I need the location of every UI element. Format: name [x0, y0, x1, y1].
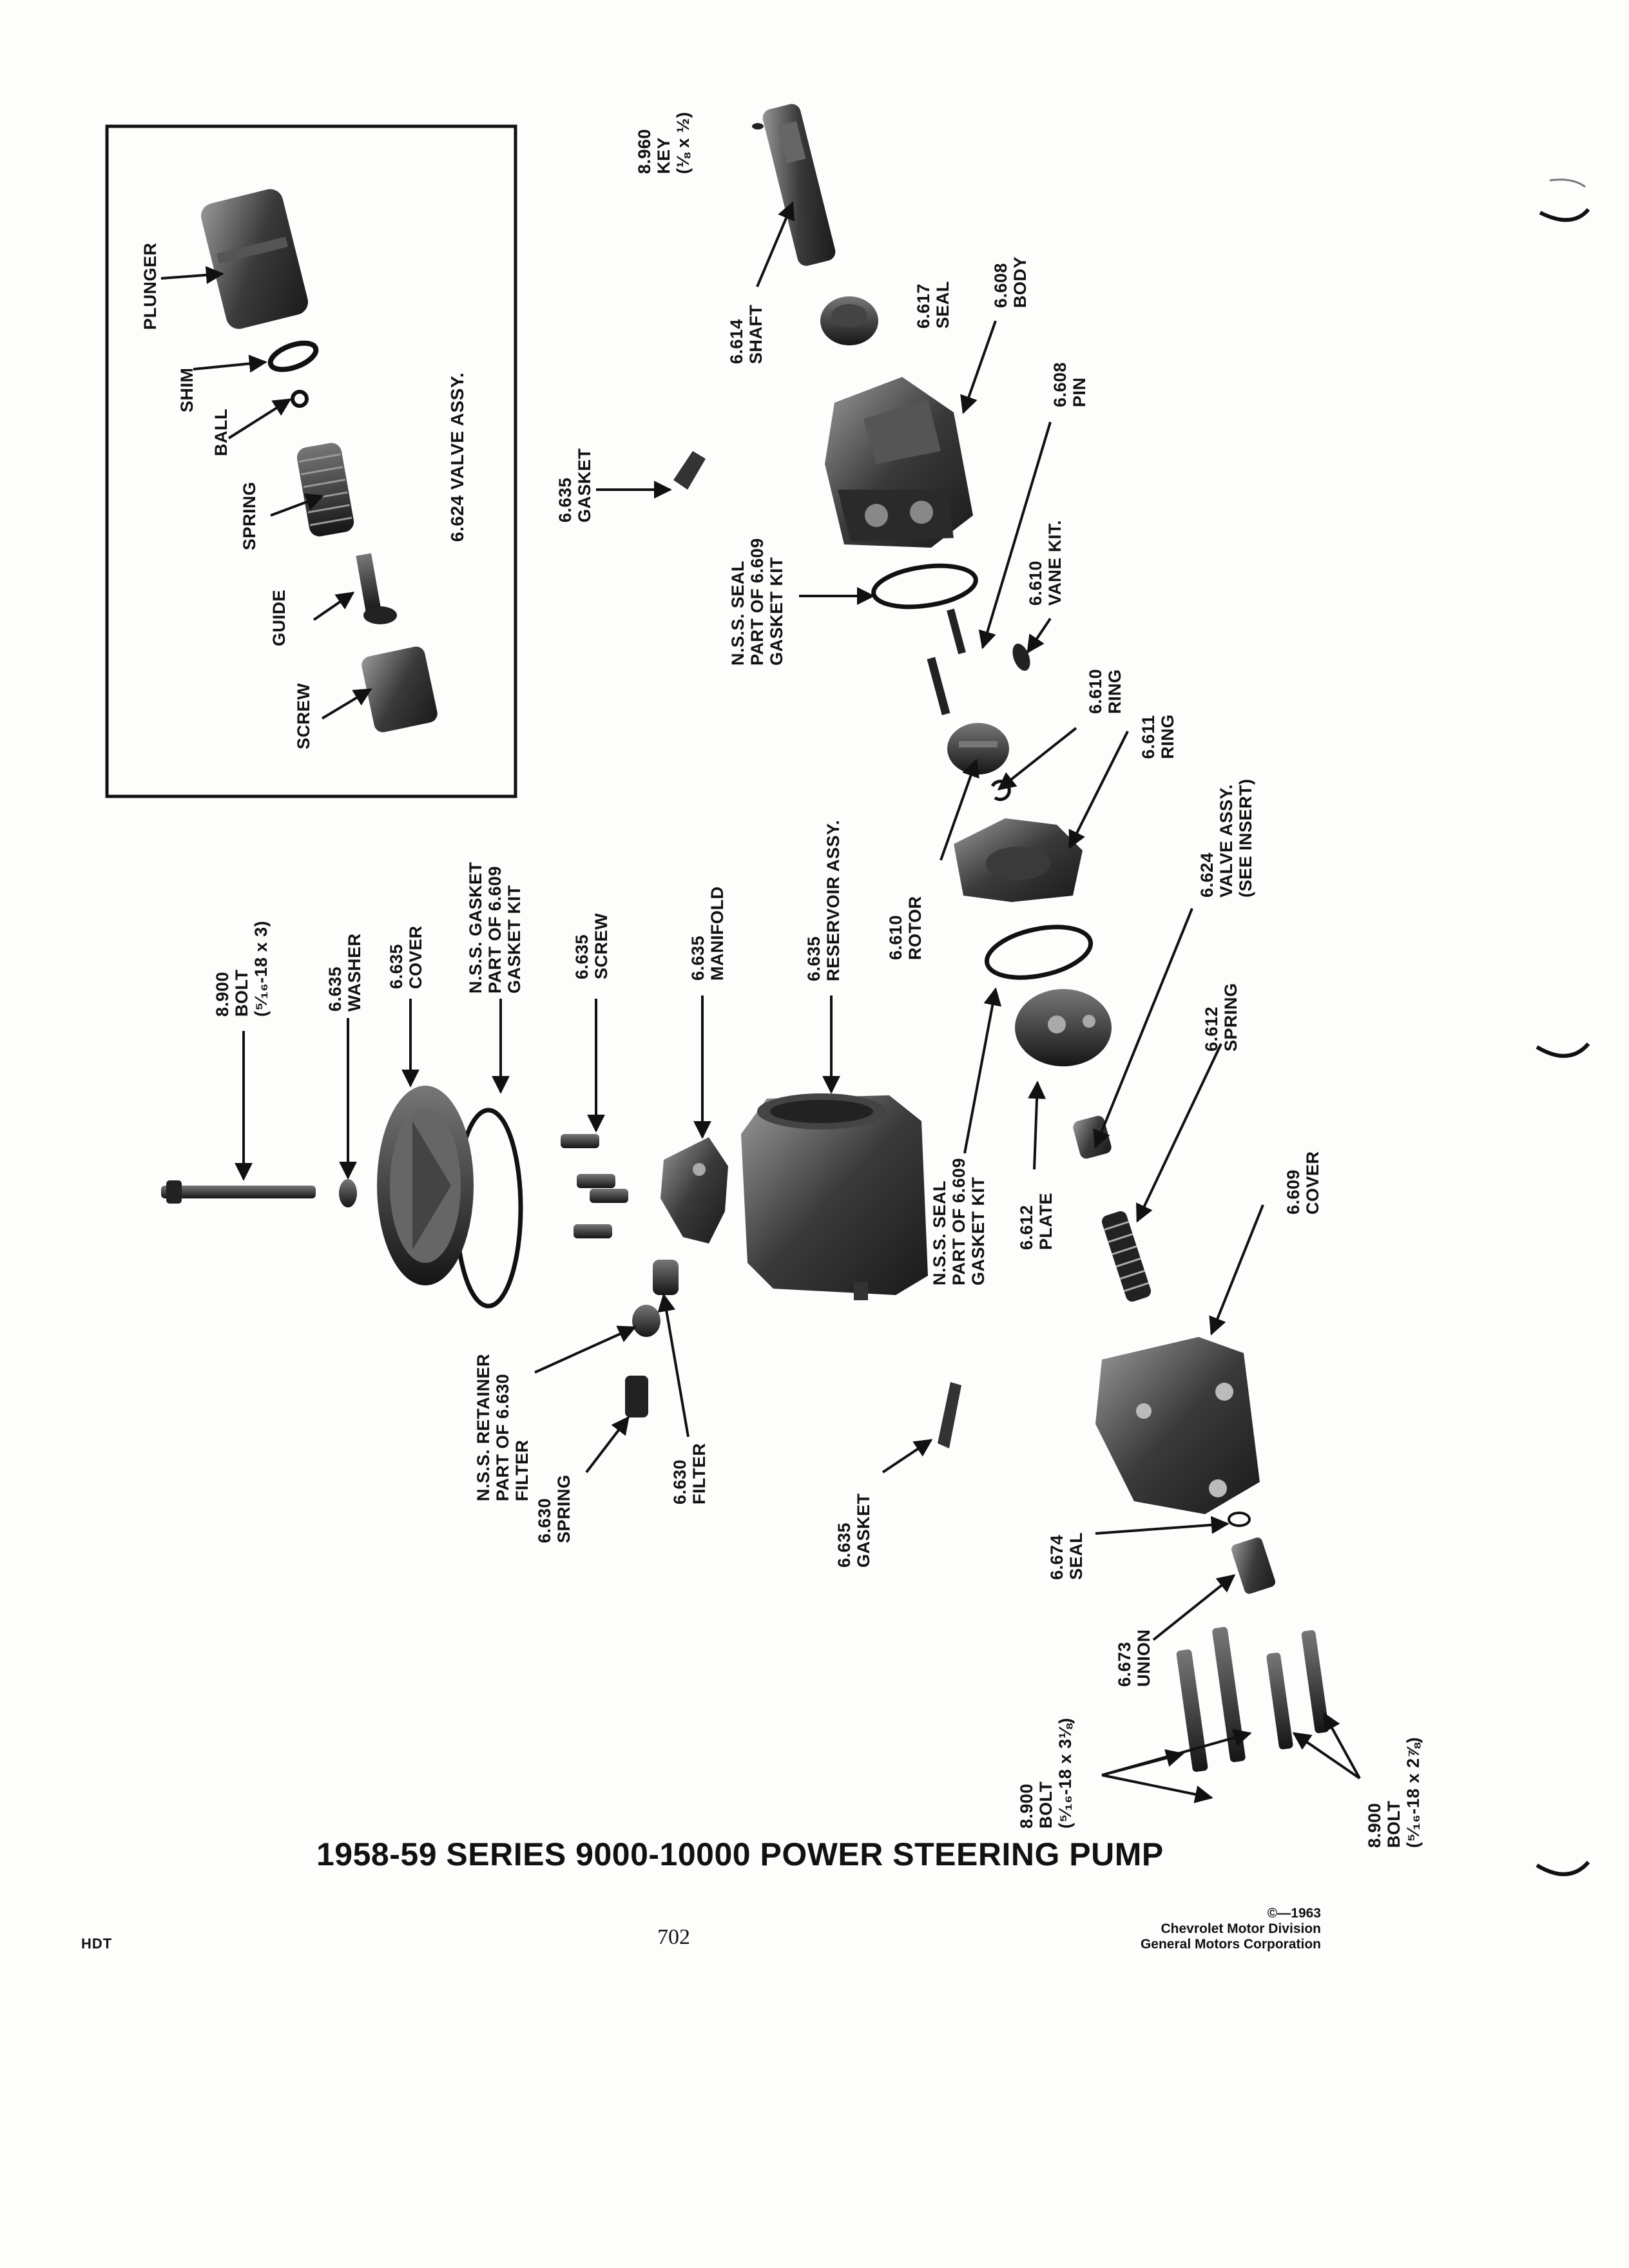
plate-part	[1015, 989, 1112, 1066]
inset-plunger	[200, 189, 309, 329]
footer-code: HDT	[81, 1936, 113, 1952]
bottom-bolts	[1176, 1627, 1329, 1772]
gasket-bottom-part	[938, 1382, 961, 1448]
retainer-part	[632, 1305, 660, 1337]
seal-ring-mid	[984, 925, 1094, 980]
pin-part	[947, 608, 966, 655]
binder-mark-mid	[1536, 1042, 1590, 1058]
manifold-screws	[561, 1134, 628, 1238]
copyright-division: Chevrolet Motor Division	[1161, 1921, 1321, 1936]
inset-label-plunger: PLUNGER	[140, 242, 160, 330]
copyright-block: ©—1963 Chevrolet Motor Division General …	[1141, 1906, 1321, 1952]
inset-shim	[267, 340, 319, 372]
cam-ring-part	[954, 818, 1083, 902]
page-title: 1958-59 SERIES 9000-10000 POWER STEERING…	[316, 1836, 1164, 1872]
cover-635-part	[377, 1086, 474, 1285]
key-part	[752, 123, 764, 130]
copyright-corporation: General Motors Corporation	[1140, 1937, 1321, 1952]
spring-612-part	[1101, 1211, 1152, 1302]
inset-label-ball: BALL	[211, 408, 231, 456]
reservoir-part	[741, 1093, 928, 1300]
inset-label-shim: SHIM	[177, 367, 197, 413]
inset-screw	[361, 646, 438, 733]
copyright-year: ©—1963	[1267, 1906, 1321, 1921]
vane-kit-part	[1012, 643, 1030, 671]
inset-title: 6.624 VALVE ASSY.	[447, 372, 467, 542]
binder-mark-bottom	[1536, 1860, 1590, 1876]
shaft-part	[762, 104, 836, 266]
inset-ball	[291, 390, 309, 408]
binder-mark-top-faint	[1549, 178, 1586, 188]
inset-guide	[356, 553, 397, 624]
manifold-part	[660, 1137, 728, 1244]
gasket-top-part	[673, 451, 706, 490]
inset-spring	[296, 443, 354, 537]
inset-label-guide: GUIDE	[269, 589, 289, 646]
washer-part	[339, 1179, 357, 1207]
inset-frame	[105, 124, 517, 798]
seal-674-part	[1228, 1512, 1251, 1527]
vane-part	[927, 657, 950, 716]
spring-630-part	[625, 1376, 648, 1418]
seal-ring-top	[871, 563, 978, 610]
long-bolt-part	[161, 1180, 316, 1204]
rotor-part	[947, 723, 1009, 774]
pump-body-part	[825, 377, 973, 548]
inset-label-spring: SPRING	[240, 481, 259, 550]
binder-mark-top	[1539, 207, 1590, 222]
union-part	[1231, 1537, 1276, 1594]
cover-609-part	[1095, 1337, 1260, 1514]
page-number: 702	[657, 1925, 690, 1949]
filter-part	[653, 1260, 679, 1295]
inset-label-screw: SCREW	[294, 683, 313, 749]
